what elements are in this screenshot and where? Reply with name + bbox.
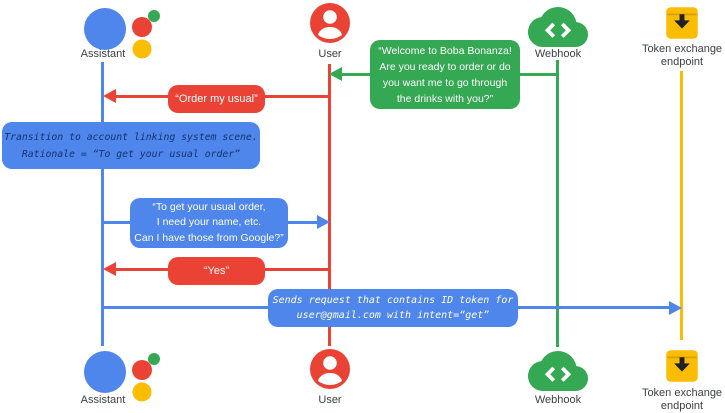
- assistant-logo-icon-bottom: [84, 351, 160, 402]
- token-endpoint-icon: [666, 7, 698, 39]
- webhook-lifeline: [556, 60, 559, 347]
- transition-note-box: Transition to account linking system sce…: [2, 122, 260, 169]
- assistant-lifeline: [101, 62, 104, 346]
- user-icon: [310, 3, 350, 43]
- sends-request-message-box: Sends request that contains ID token for…: [268, 289, 518, 327]
- welcome-arrowhead-left-icon: [329, 67, 342, 81]
- order-usual-message-box: “Order my usual”: [168, 85, 265, 113]
- order-usual-arrowhead-left-icon: [103, 89, 116, 103]
- user-lifeline: [328, 64, 331, 346]
- user-label-bottom: User: [318, 394, 342, 406]
- ask-permission-arrowhead-right-icon: [317, 215, 330, 229]
- sends-request-arrowhead-right-icon: [669, 301, 682, 315]
- welcome-message-box: “Welcome to Boba Bonanza! Are you ready …: [370, 40, 520, 109]
- user-icon-bottom: [310, 349, 350, 389]
- yes-message-box: “Yes”: [168, 257, 265, 285]
- token-endpoint-label-bottom: Token exchange endpoint: [641, 387, 723, 412]
- webhook-cloud-icon: [528, 7, 588, 47]
- assistant-logo-icon: [84, 8, 160, 59]
- token-endpoint-lifeline: [680, 71, 683, 340]
- webhook-label-bottom: Webhook: [534, 394, 582, 406]
- user-label-top: User: [318, 48, 342, 60]
- yes-arrowhead-left-icon: [103, 262, 116, 276]
- ask-permission-message-box: “To get your usual order, I need your na…: [130, 198, 288, 248]
- assistant-label-top: Assistant: [80, 48, 126, 60]
- token-endpoint-icon-bottom: [666, 350, 698, 382]
- webhook-cloud-icon-bottom: [528, 351, 588, 391]
- token-endpoint-label-top: Token exchange endpoint: [641, 43, 723, 68]
- webhook-label-top: Webhook: [534, 48, 582, 60]
- assistant-label-bottom: Assistant: [80, 394, 126, 406]
